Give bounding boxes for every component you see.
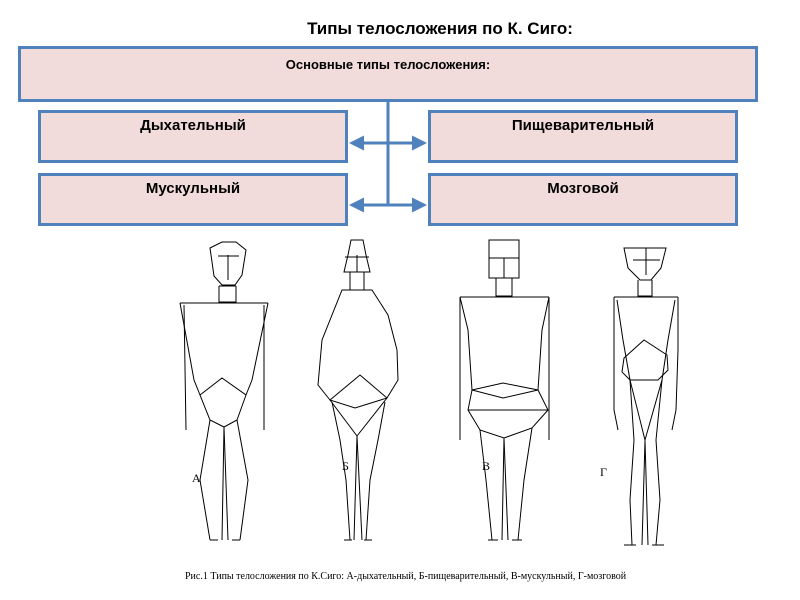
label-a: А: [192, 471, 201, 485]
label-b: Б: [342, 459, 349, 473]
connector-arrows: [349, 102, 427, 213]
figure-caption: Рис.1 Типы телосложения по К.Сиго: А-дых…: [185, 571, 627, 582]
main-types-label: Основные типы телосложения:: [285, 57, 491, 72]
cerebral-type-label: Мозговой: [547, 180, 619, 197]
figure-muscular: [459, 239, 550, 541]
cerebral-type-box: Мозговой: [428, 173, 738, 226]
muscular-type-label: Мускульный: [145, 180, 241, 197]
muscular-type-box: Мускульный: [38, 173, 348, 226]
respiratory-type-box: Дыхательный: [38, 110, 348, 163]
label-c: В: [482, 459, 490, 473]
digestive-type-box: Пищеварительный: [428, 110, 738, 163]
respiratory-type-label: Дыхательный: [140, 117, 246, 134]
page-title: Типы телосложения по К. Сиго:: [307, 19, 573, 38]
main-types-box: Основные типы телосложения:: [18, 46, 758, 102]
figure-respiratory: [179, 241, 269, 541]
figure-digestive: [317, 239, 399, 541]
digestive-type-label: Пищеварительный: [511, 117, 655, 134]
figure-cerebral: [613, 247, 679, 546]
label-d: Г: [600, 465, 607, 479]
